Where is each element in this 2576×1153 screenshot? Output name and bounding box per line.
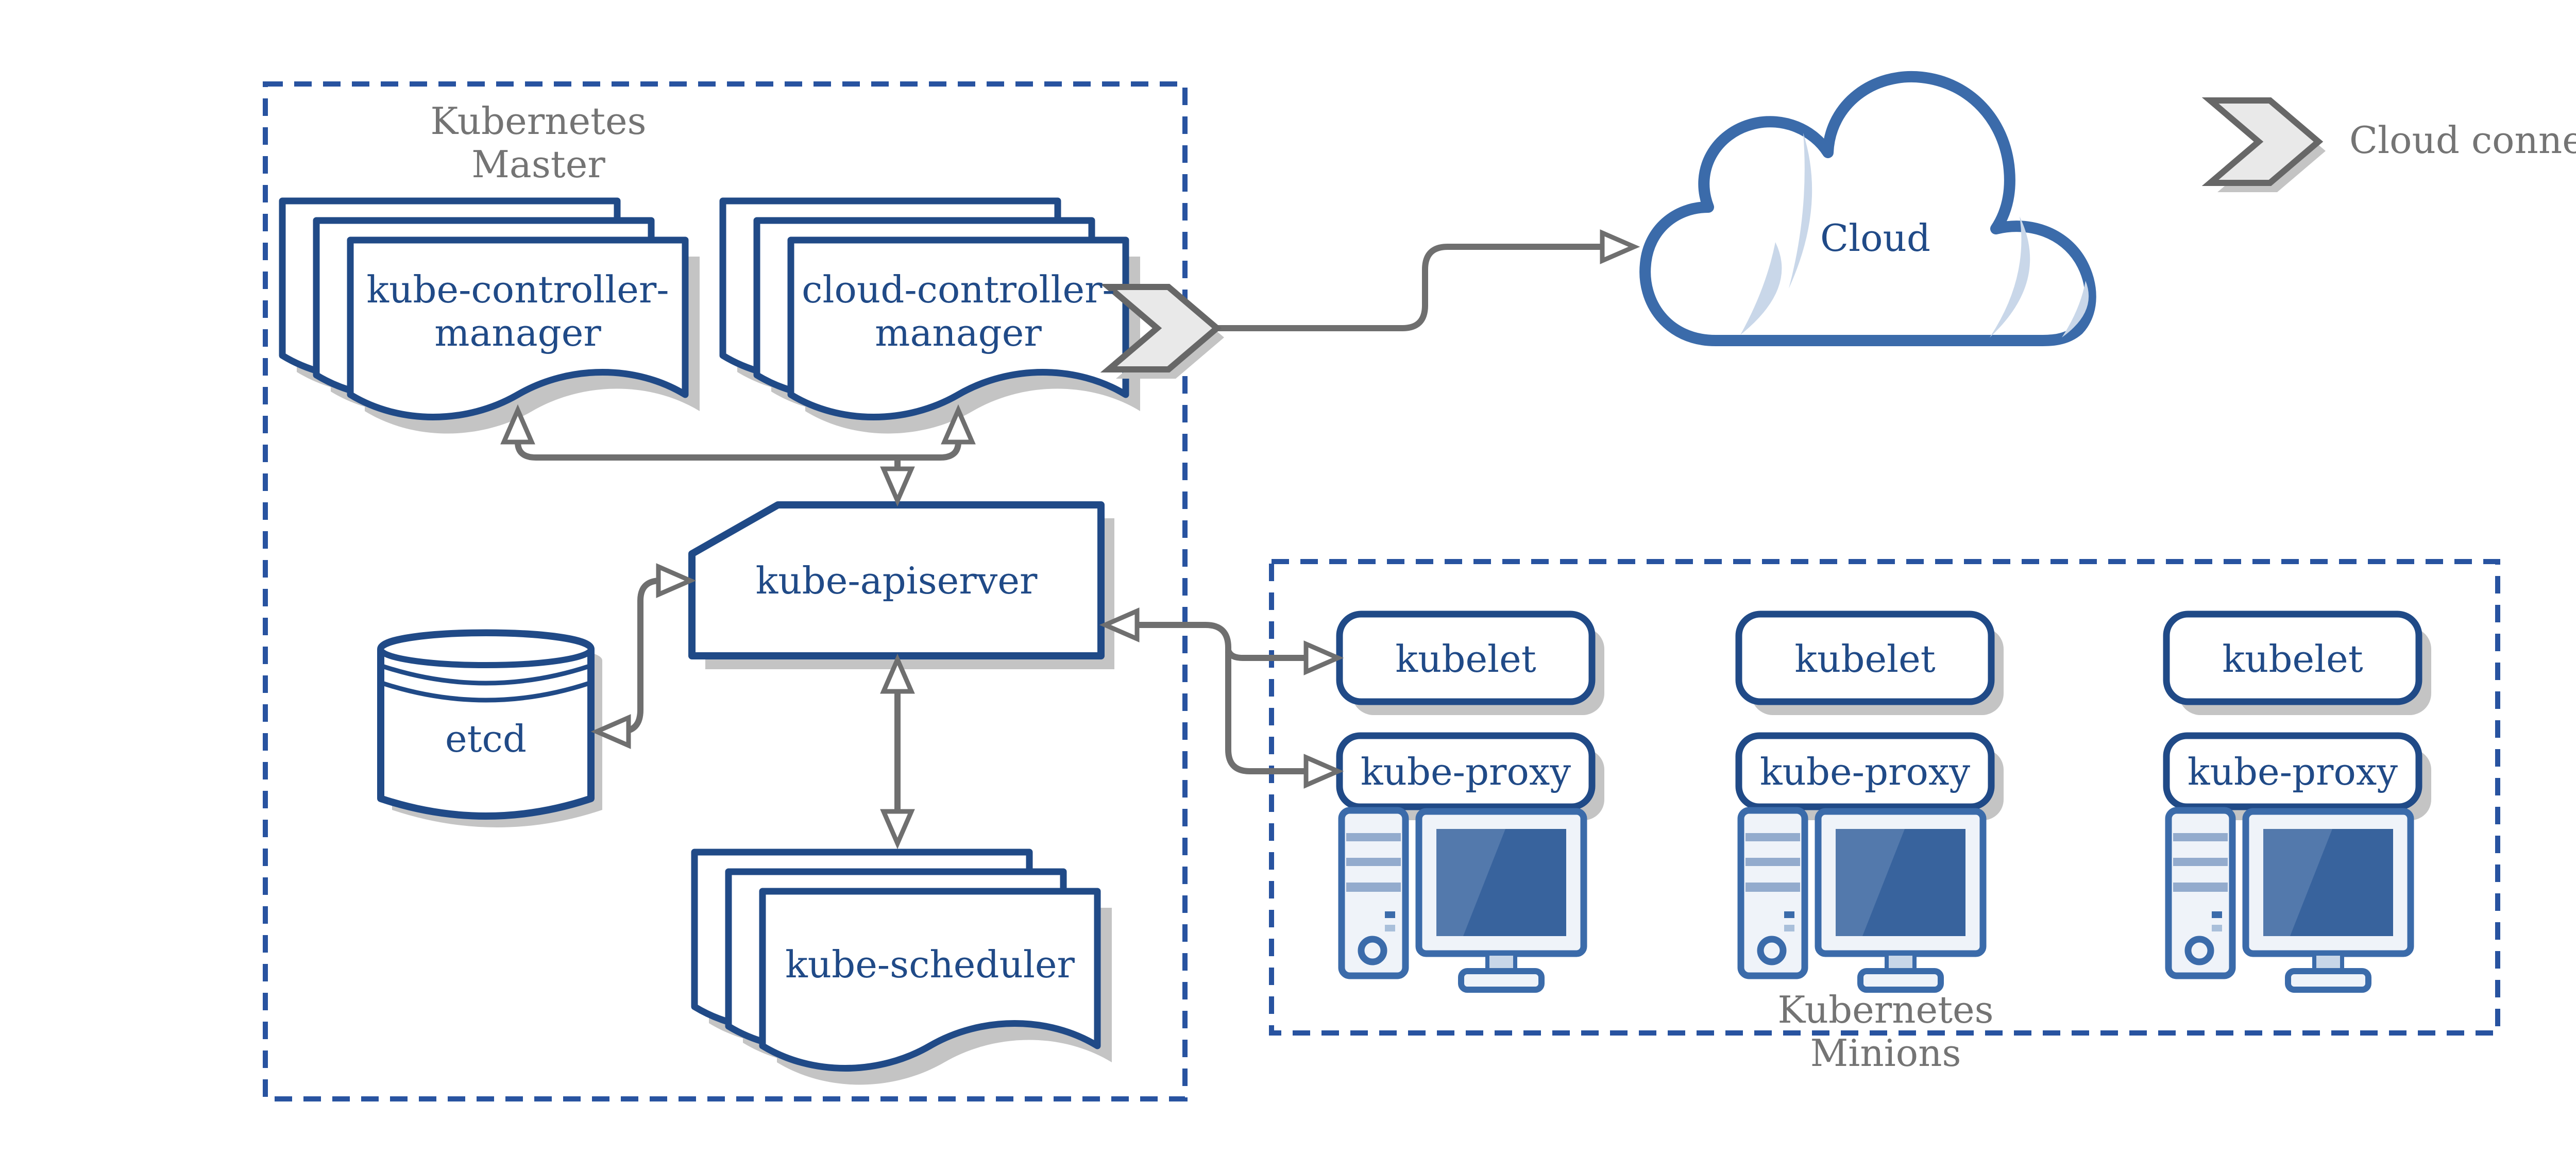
minions-title-line1: Kubernetes xyxy=(1777,988,1994,1031)
arrowhead-right-icon xyxy=(1303,640,1344,675)
minion-node-column-2 xyxy=(1735,611,2004,990)
computer-icon xyxy=(1741,810,1983,990)
master-title-line2: Master xyxy=(471,143,605,186)
legend-cloud-connector-icon xyxy=(2210,100,2326,192)
arrowhead-right-icon xyxy=(1600,229,1640,264)
arrowhead-down-icon xyxy=(880,809,915,850)
master-group-title: Kubernetes Master xyxy=(430,99,646,186)
arrowhead-left-icon xyxy=(1099,607,1140,642)
kubelet-label-3: kubelet xyxy=(2222,637,2363,681)
etcd-database-icon xyxy=(377,629,602,827)
arrow-apiserver-to-node-agents xyxy=(1099,607,1344,789)
arrow-controllers-to-apiserver xyxy=(500,404,976,507)
etcd-label: etcd xyxy=(445,717,527,760)
cloud-icon xyxy=(1639,71,2096,346)
kube-apiserver-shape xyxy=(688,501,1114,669)
kubelet-label-2: kubelet xyxy=(1794,637,1936,681)
minion-node-column-3 xyxy=(2163,611,2431,990)
kube-proxy-label-3: kube-proxy xyxy=(2187,750,2398,793)
arrowhead-up-icon xyxy=(500,404,535,445)
master-title-line1: Kubernetes xyxy=(430,99,647,143)
cloud-highlight-crescent xyxy=(1789,133,1812,289)
minions-title-line2: Minions xyxy=(1810,1031,1961,1075)
cloud-highlight-crescent xyxy=(1740,242,1782,335)
arrowhead-right-icon xyxy=(1303,754,1344,789)
kube-proxy-label-1: kube-proxy xyxy=(1360,750,1571,793)
kube-proxy-box-2 xyxy=(1735,732,1995,810)
cloud-highlight-crescent xyxy=(1990,216,2030,337)
kube-controller-manager-label: kube-controller- manager xyxy=(366,268,669,354)
kubelet-label-1: kubelet xyxy=(1395,637,1536,681)
kube-proxy-box-3 xyxy=(2163,732,2422,810)
kubernetes-minions-group-border xyxy=(1269,559,2500,1036)
kubelet-box-3 xyxy=(2163,611,2422,705)
computer-icon xyxy=(2168,810,2411,990)
arrowhead-right-icon xyxy=(656,563,697,598)
kube-apiserver-label: kube-apiserver xyxy=(755,559,1038,602)
arrowhead-down-icon xyxy=(880,466,915,507)
minion-node-column-1 xyxy=(1336,611,1604,990)
arrowhead-up-icon xyxy=(941,404,976,445)
arrow-apiserver-to-etcd xyxy=(590,563,697,749)
cloud-highlight-crescent xyxy=(2062,281,2089,337)
cloud-connector-arrow xyxy=(1109,229,1640,379)
arrowhead-left-icon xyxy=(590,714,631,749)
cloud-label: Cloud xyxy=(1820,216,1930,260)
computer-icon xyxy=(1342,810,1584,990)
kubelet-box-2 xyxy=(1735,611,1995,705)
kube-proxy-label-2: kube-proxy xyxy=(1759,750,1971,793)
minions-group-title: Kubernetes Minions xyxy=(1777,988,1993,1075)
arrow-apiserver-to-scheduler xyxy=(880,653,915,850)
kubernetes-master-group-border xyxy=(263,81,1188,1101)
kube-scheduler-label: kube-scheduler xyxy=(785,943,1075,986)
legend-cloud-connector-label: Cloud connector xyxy=(2349,118,2576,162)
arrowhead-up-icon xyxy=(880,653,915,694)
cloud-controller-manager-label: cloud-controller- manager xyxy=(802,268,1115,354)
